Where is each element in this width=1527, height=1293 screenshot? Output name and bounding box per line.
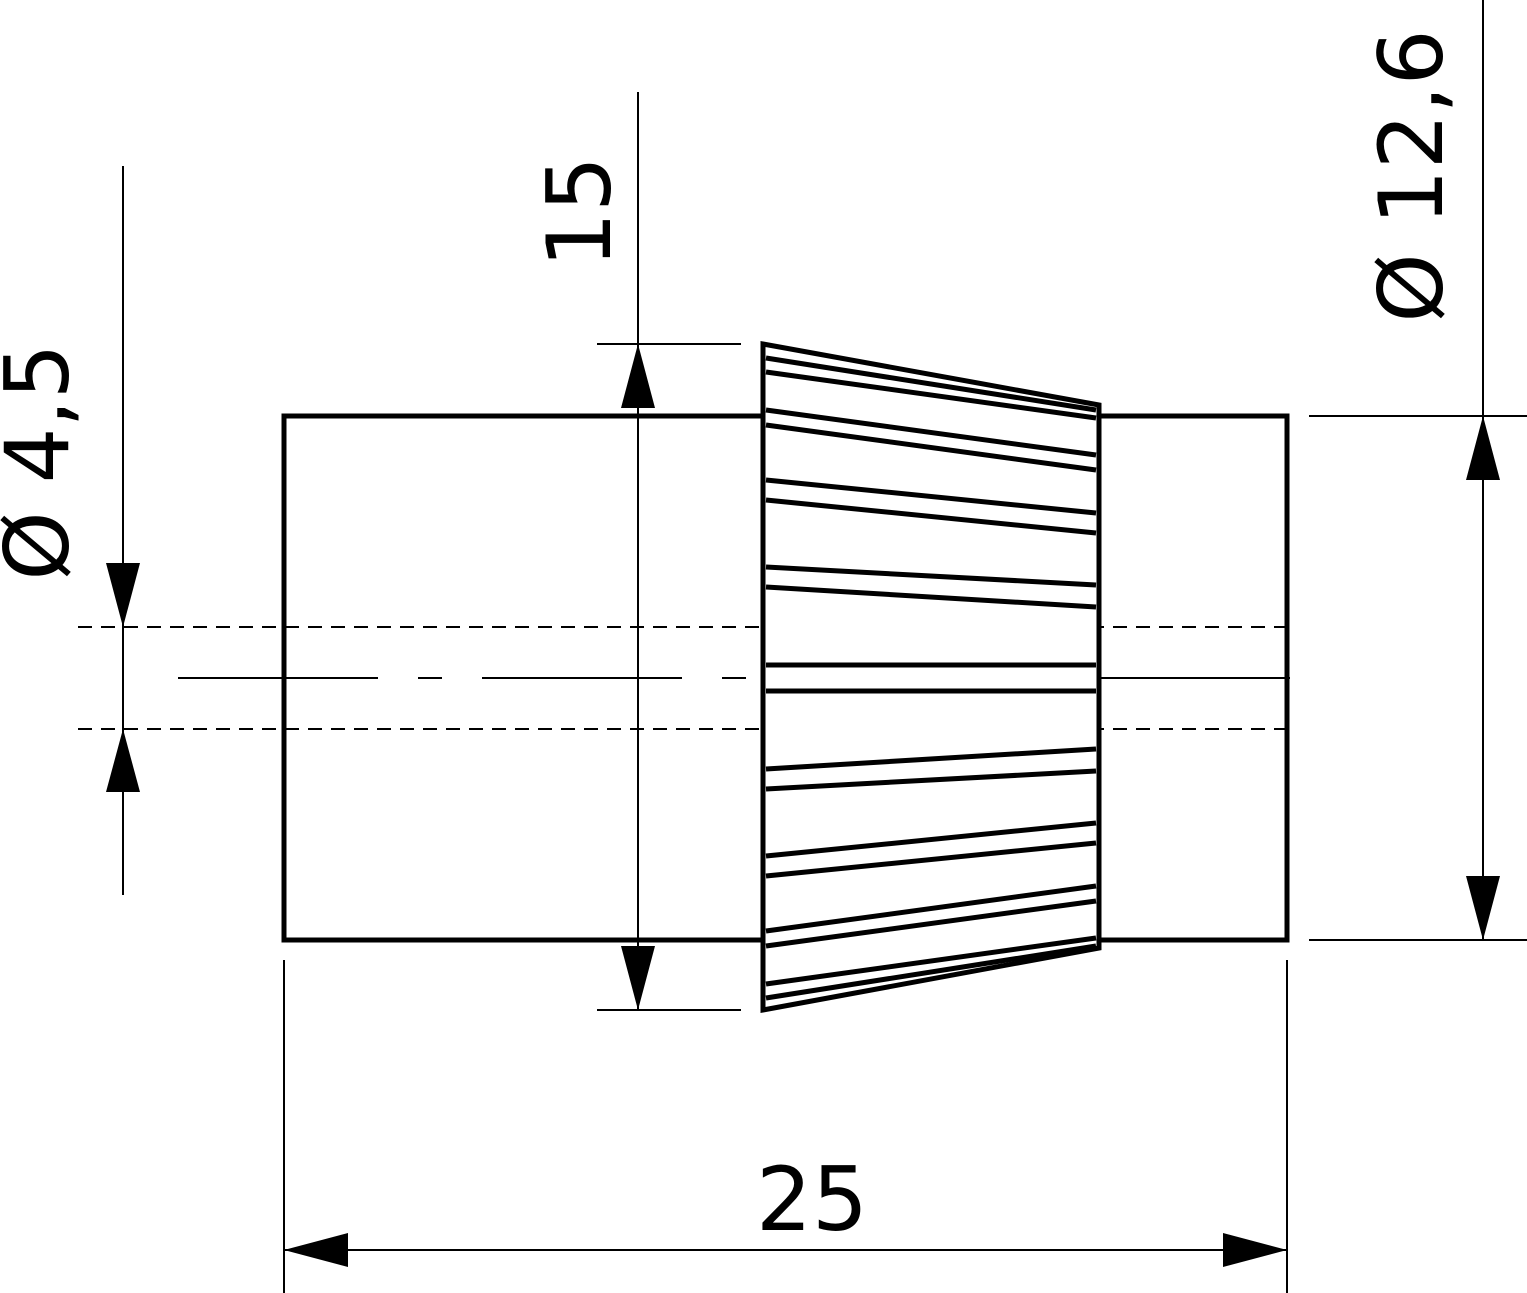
gear-height-label: 15: [528, 156, 631, 268]
dimension-overall-length: 25: [283, 960, 1288, 1293]
gear-tooth-line: [765, 898, 1097, 949]
arrow-up-icon: [106, 729, 140, 792]
gear-tooth-line: [765, 584, 1097, 610]
gear-tooth-line: [765, 935, 1097, 987]
gear-tooth-line: [765, 820, 1097, 859]
overall-length-label: 25: [756, 1148, 868, 1251]
dimension-outer-diameter: Ø 12,6: [1309, 0, 1527, 941]
arrow-down-icon: [621, 946, 655, 1010]
gear-tooth-line: [765, 477, 1097, 516]
gear-tooth-line: [765, 943, 1097, 1001]
gear-tooth-line: [765, 883, 1097, 934]
gear-tooth-line: [765, 564, 1097, 588]
arrow-right-icon: [1223, 1233, 1287, 1267]
arrow-down-icon: [106, 563, 140, 627]
arrow-up-icon: [1466, 416, 1500, 480]
outer-diameter-label: Ø 12,6: [1360, 29, 1463, 322]
bore-diameter-label: Ø 4,5: [0, 343, 89, 580]
dimension-gear-height: 15: [528, 92, 741, 1011]
gear-tooth-line: [765, 768, 1097, 792]
dimension-bore-diameter: Ø 4,5: [0, 166, 140, 895]
arrow-down-icon: [1466, 876, 1500, 940]
arrow-up-icon: [621, 344, 655, 408]
gear-tooth-line: [765, 407, 1097, 458]
gear-tooth-line: [765, 369, 1097, 421]
gear-tooth-line: [765, 422, 1097, 473]
gear-tooth-line: [765, 746, 1097, 772]
gear-tooth-line: [765, 840, 1097, 879]
gear-tooth-line: [765, 497, 1097, 536]
gear-tooth-line: [765, 355, 1097, 413]
gear-teeth: [765, 355, 1097, 1001]
arrow-left-icon: [284, 1233, 348, 1267]
